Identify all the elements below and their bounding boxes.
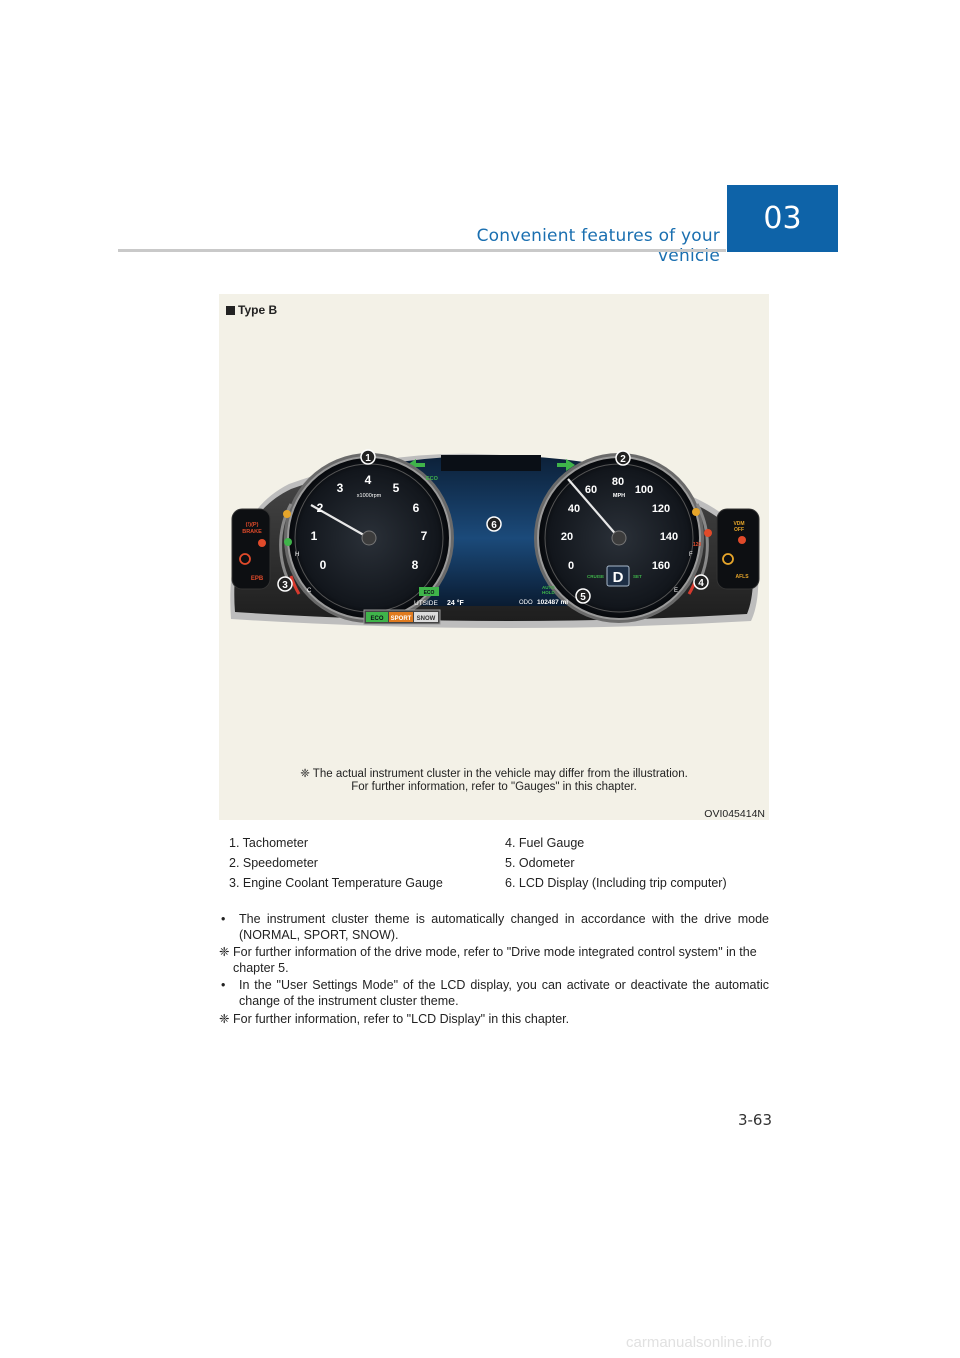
paragraph-text: For further information of the drive mod… bbox=[233, 945, 757, 975]
lcd-auto-label: AUTO bbox=[542, 585, 555, 590]
tach-number: 2 bbox=[317, 501, 324, 515]
paragraph-text: For further information, refer to "LCD D… bbox=[233, 1012, 570, 1026]
bullet-mark: • bbox=[221, 978, 226, 992]
callout-number: 1 bbox=[365, 453, 371, 464]
speed-number: 100 bbox=[635, 484, 653, 496]
speed-number: 160 bbox=[652, 560, 670, 572]
speed-number: 140 bbox=[660, 531, 678, 543]
figure-note-line2: For further information, refer to "Gauge… bbox=[351, 781, 637, 793]
legend-item-speedometer: 2. Speedometer bbox=[229, 856, 318, 870]
legend-item-lcd-display: 6. LCD Display (Including trip computer) bbox=[505, 876, 727, 890]
watermark: carmanualsonline.info bbox=[626, 1334, 772, 1351]
lcd-cruise-label: CRUISE bbox=[587, 574, 604, 579]
body-paragraph: ❈For further information of the drive mo… bbox=[219, 945, 769, 976]
legend-item-coolant-gauge: 3. Engine Coolant Temperature Gauge bbox=[229, 876, 443, 890]
tach-number: 7 bbox=[421, 529, 428, 543]
mode-sport-label: SPORT bbox=[391, 616, 412, 622]
callout-number: 6 bbox=[491, 520, 497, 531]
figure-note-line1: ❈ The actual instrument cluster in the v… bbox=[300, 768, 688, 780]
callout-number: 4 bbox=[698, 578, 704, 589]
mode-eco-label: ECO bbox=[370, 616, 383, 622]
lcd-eco-badge: ECO bbox=[424, 590, 435, 596]
afls-lamp-label: AFLS bbox=[735, 574, 749, 580]
lcd-odo-value: 102487 mi bbox=[537, 599, 568, 606]
callout-number: 2 bbox=[620, 454, 626, 465]
speed-number: 80 bbox=[612, 476, 624, 488]
callout-number: 5 bbox=[580, 592, 586, 603]
tach-unit: x1000rpm bbox=[357, 493, 382, 499]
square-bullet-icon bbox=[226, 306, 235, 315]
tach-number: 4 bbox=[365, 473, 372, 487]
paragraph-text: In the "User Settings Mode" of the LCD d… bbox=[239, 978, 769, 1008]
speed-number: 120 bbox=[652, 503, 670, 515]
reference-mark: ❈ bbox=[219, 945, 230, 959]
lcd-set-label: SET bbox=[633, 574, 642, 579]
callout-number: 3 bbox=[282, 580, 288, 591]
brake-lamp-symbol: (!)(P) bbox=[246, 522, 259, 528]
chapter-tab: 03 bbox=[727, 185, 838, 252]
speed-limit-120-lamp: 120 bbox=[693, 542, 702, 548]
speed-unit: MPH bbox=[613, 493, 625, 499]
speed-number: 60 bbox=[585, 484, 597, 496]
tach-number: 8 bbox=[412, 558, 419, 572]
vdm-off-lamp-label: OFF bbox=[734, 527, 744, 533]
body-text: • The instrument cluster theme is automat… bbox=[219, 912, 769, 1030]
tach-number: 6 bbox=[413, 501, 420, 515]
mode-snow-label: SNOW bbox=[417, 616, 436, 622]
lcd-hold-label: HOLD bbox=[542, 590, 555, 595]
eco-top-indicator: ECO bbox=[426, 476, 439, 482]
body-paragraph: • In the "User Settings Mode" of the LCD … bbox=[219, 978, 769, 1009]
figure-code: OVI045414N bbox=[704, 808, 765, 820]
body-paragraph: • The instrument cluster theme is automat… bbox=[219, 912, 769, 943]
tach-number: 0 bbox=[320, 558, 327, 572]
lcd-odo-label: ODO bbox=[519, 600, 533, 606]
header-rule bbox=[118, 249, 726, 252]
gear-indicator: D bbox=[613, 569, 624, 586]
legend-item-odometer: 5. Odometer bbox=[505, 856, 575, 870]
speed-number: 40 bbox=[568, 503, 580, 515]
speed-number: 20 bbox=[561, 531, 573, 543]
reference-mark: ❈ bbox=[219, 1012, 230, 1026]
section-title: Convenient features of your vehicle bbox=[476, 226, 720, 266]
paragraph-text: The instrument cluster theme is automati… bbox=[239, 912, 769, 942]
lcd-outside-temp: 24 °F bbox=[447, 599, 465, 607]
speed-number: 0 bbox=[568, 560, 574, 572]
temp-hot-label: H bbox=[295, 552, 299, 558]
fuel-full-label: F bbox=[689, 552, 693, 558]
vdm-lamp-label: VDM bbox=[733, 521, 744, 527]
tach-number: 1 bbox=[311, 529, 318, 543]
epb-lamp-label: EPB bbox=[251, 576, 264, 582]
brake-lamp-label: BRAKE bbox=[242, 529, 262, 535]
page-number: 3-63 bbox=[737, 1111, 772, 1129]
tach-number: 3 bbox=[337, 481, 344, 495]
legend-item-fuel-gauge: 4. Fuel Gauge bbox=[505, 836, 585, 850]
tach-number: 5 bbox=[393, 481, 400, 495]
lcd-outside-label: UTSIDE bbox=[414, 600, 439, 607]
body-paragraph: ❈For further information, refer to "LCD … bbox=[219, 1012, 769, 1028]
legend-item-tachometer: 1. Tachometer bbox=[229, 836, 308, 850]
cluster-figure: Type B bbox=[219, 294, 769, 820]
temp-cold-label: C bbox=[307, 588, 312, 594]
instrument-cluster-illustration: 0 1 2 3 4 5 6 7 8 x1000rpm 0 20 40 60 80… bbox=[230, 449, 760, 629]
bullet-mark: • bbox=[221, 912, 226, 926]
type-label: Type B bbox=[226, 303, 277, 317]
type-label-text: Type B bbox=[238, 303, 278, 317]
fuel-empty-label: E bbox=[674, 588, 678, 594]
